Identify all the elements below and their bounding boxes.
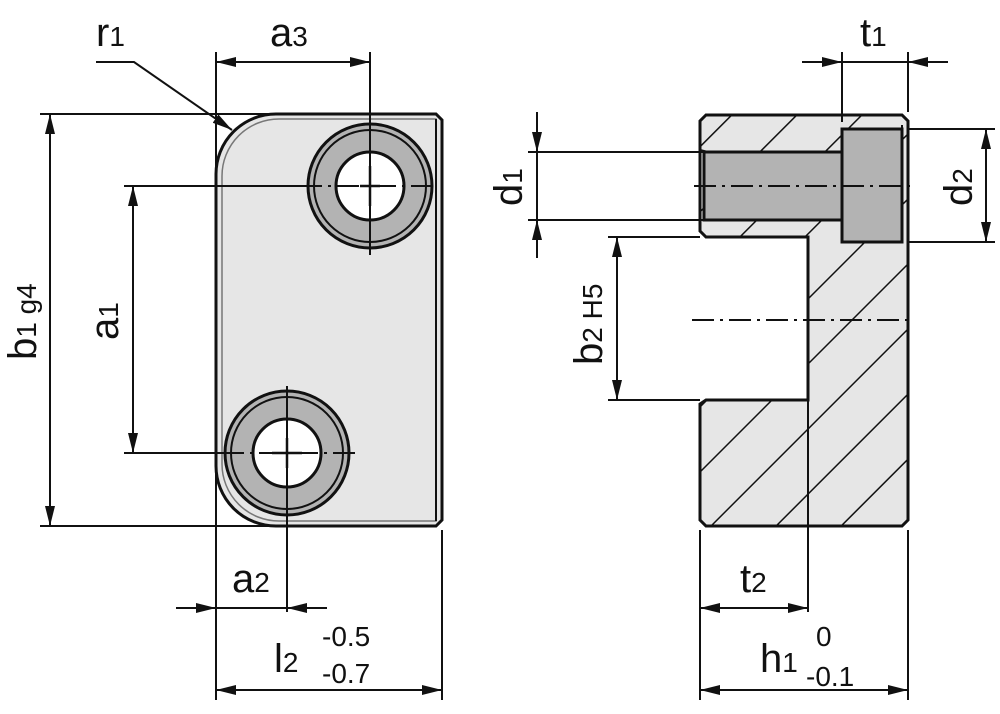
side-view: t1 d1 d2 b2 H5 t2 h1 0 -0.1 xyxy=(487,11,995,700)
label-t1: t1 xyxy=(860,11,887,55)
label-t2: t2 xyxy=(740,557,767,601)
tolerance-l2-lower: -0.7 xyxy=(322,658,370,689)
tolerance-h1-upper: 0 xyxy=(816,621,832,652)
label-b2: b2 H5 xyxy=(567,284,611,365)
label-a1: a1 xyxy=(83,302,127,340)
front-view: r1 a3 b1 g4 a1 a2 l2 -0.5 -0.7 xyxy=(1,11,444,700)
label-l2: l2 xyxy=(274,637,298,681)
label-d2: d2 xyxy=(937,168,981,206)
label-b1: b1 g4 xyxy=(1,283,45,360)
label-a3: a3 xyxy=(270,11,308,55)
label-a2: a2 xyxy=(232,557,270,601)
tolerance-h1-lower: -0.1 xyxy=(806,661,854,692)
label-r1: r1 xyxy=(96,11,125,55)
tolerance-l2-upper: -0.5 xyxy=(322,621,370,652)
counterbore-hole-bottom xyxy=(222,386,355,612)
label-h1: h1 xyxy=(760,637,798,681)
counterbore-hole-top xyxy=(300,98,436,255)
label-d1: d1 xyxy=(487,168,531,206)
